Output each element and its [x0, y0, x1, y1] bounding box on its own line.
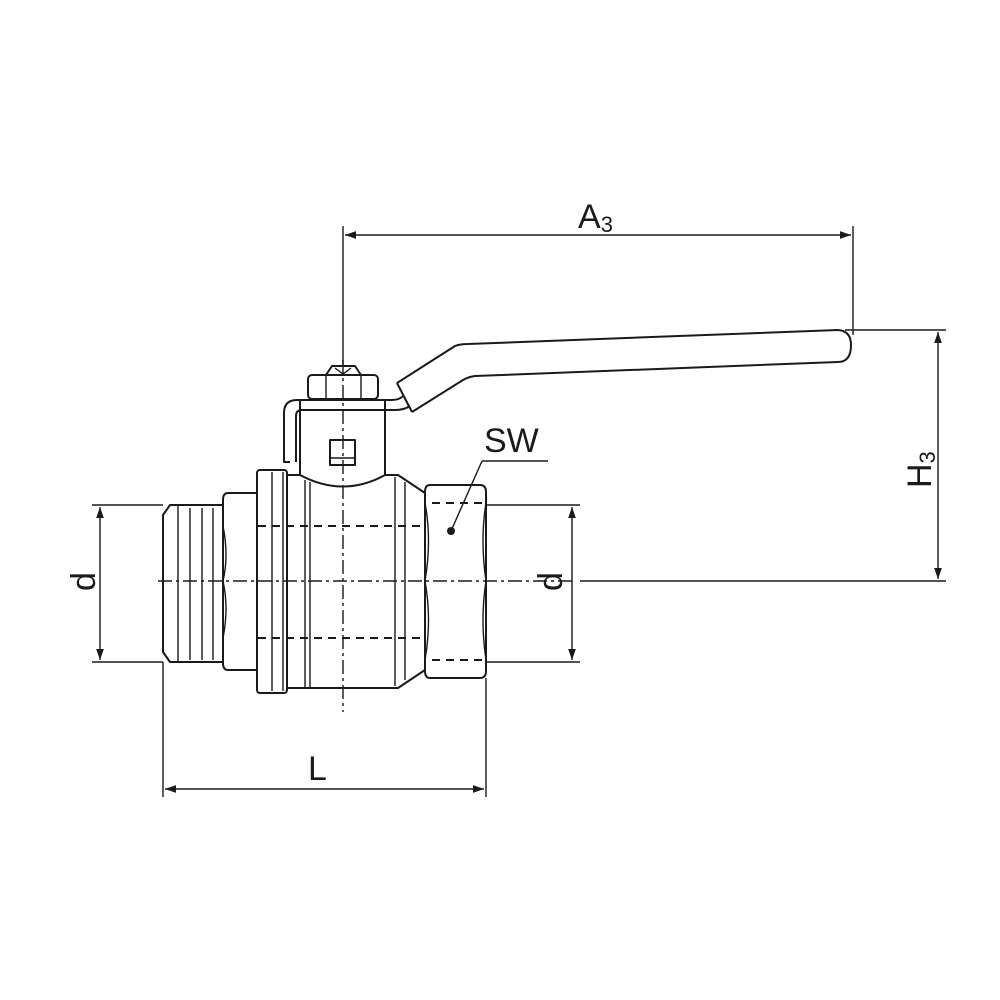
bonnet [299, 400, 386, 475]
label-h3: H3 [901, 451, 940, 488]
lever-handle [283, 329, 852, 463]
label-l: L [308, 750, 327, 788]
sw-leader [447, 460, 548, 535]
male-thread-end [162, 504, 223, 663]
flange [256, 469, 288, 694]
label-a3: A3 [578, 198, 613, 237]
stop-square [329, 439, 356, 466]
extension-lines [92, 226, 946, 797]
label-d-right: d [532, 572, 570, 591]
valve-body [287, 474, 426, 689]
label-sw: SW [484, 422, 539, 460]
right-hex-nut [424, 484, 487, 679]
label-d-left: d [65, 572, 103, 591]
left-hex [222, 492, 257, 671]
